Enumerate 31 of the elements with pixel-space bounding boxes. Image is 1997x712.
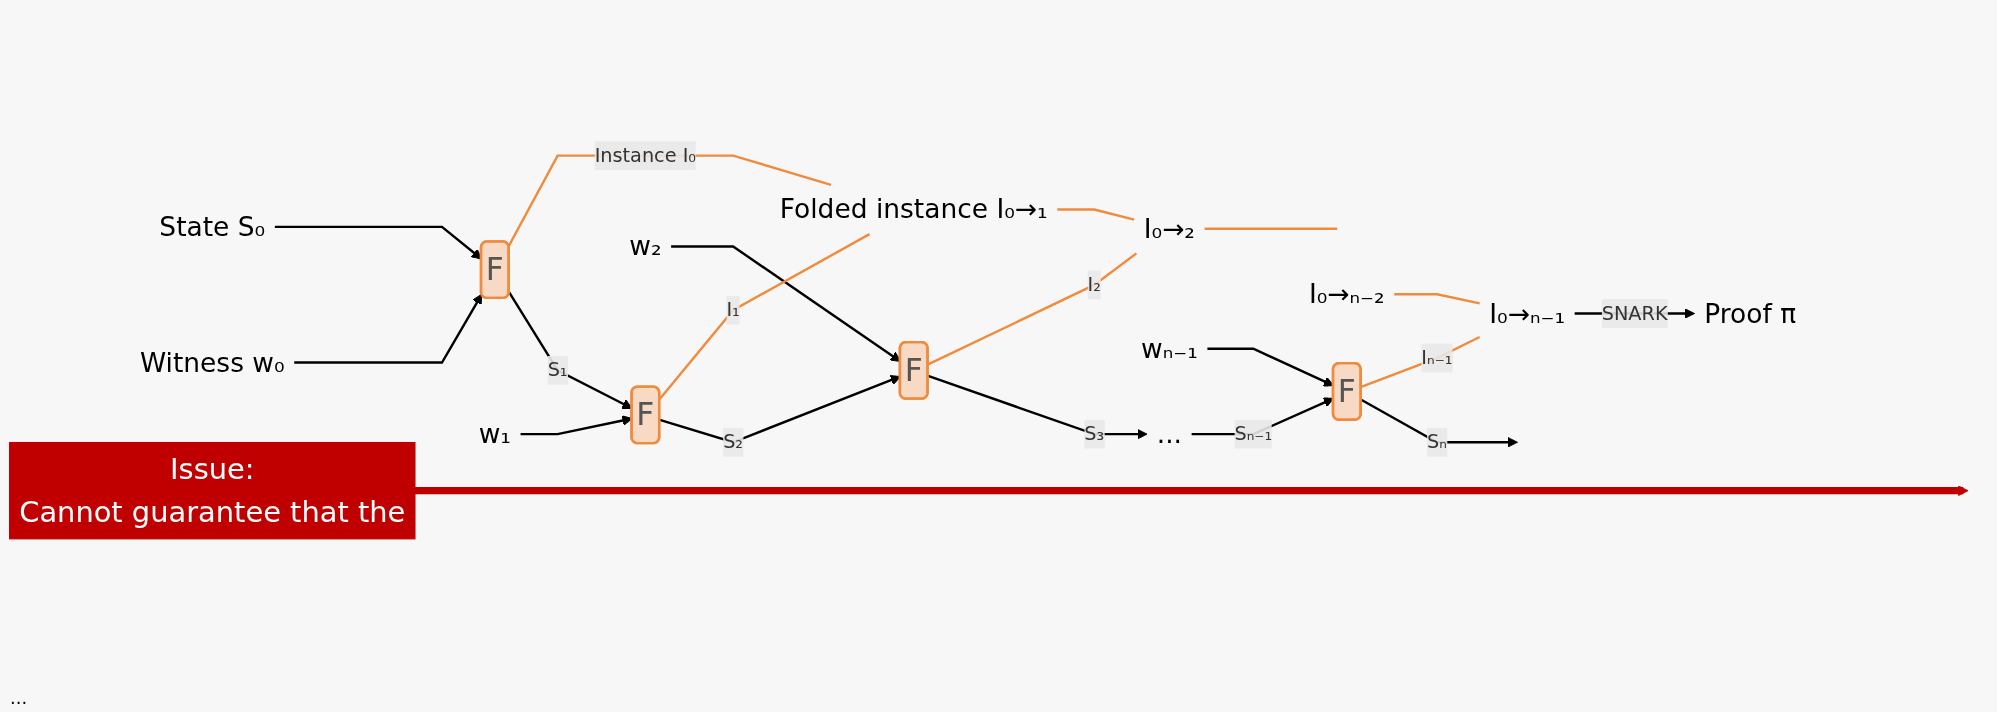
connector	[1394, 293, 1480, 305]
connector	[927, 252, 1138, 366]
edge-label: Sₙ₋₁	[1234, 422, 1273, 445]
arrow	[414, 485, 1969, 496]
node-text: ...	[1156, 419, 1182, 450]
node-text: I₀→ₙ₋₁	[1489, 298, 1566, 329]
edge-label: SNARK	[1601, 301, 1668, 325]
edge-label: Sₙ	[1427, 430, 1447, 454]
node-text: State S₀	[159, 211, 266, 242]
node-text: Folded instance I₀→₁	[779, 194, 1048, 225]
edge-label: I₂	[1087, 272, 1102, 296]
node-box: Issue: Cannot guarantee that the	[9, 441, 416, 540]
edge-label: Instance I₀	[594, 143, 697, 167]
node-text: w₁	[478, 419, 511, 450]
ellipsis-label: ...	[10, 687, 28, 708]
node-text: Witness w₀	[139, 347, 285, 378]
connector	[1360, 335, 1481, 389]
edge-label: Iₙ₋₁	[1421, 346, 1453, 369]
node-text: wₙ₋₁	[1140, 333, 1198, 364]
arrow	[927, 374, 1148, 440]
node-text: I₀→ₙ₋₂	[1308, 279, 1385, 310]
connector	[1204, 227, 1338, 230]
arrow	[294, 293, 483, 364]
node-text: Proof π	[1704, 298, 1797, 329]
edge-label: S₁	[547, 358, 568, 382]
node-text: w₂	[629, 231, 662, 262]
edge-label: S₂	[723, 430, 744, 454]
edge-label: I₁	[726, 298, 740, 322]
connector	[1057, 208, 1135, 221]
node-text: I₀→₂	[1143, 213, 1195, 244]
edge-label: S₃	[1084, 422, 1105, 445]
